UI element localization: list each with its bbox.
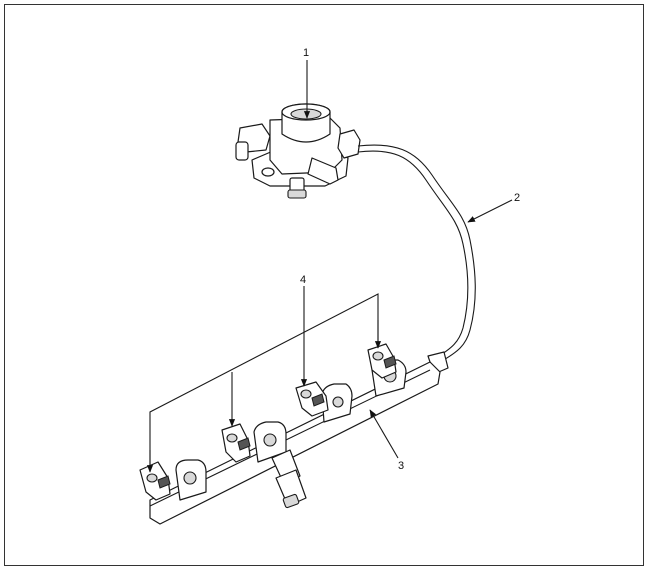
fuel-pipe (357, 144, 476, 375)
fuel-rail (149, 359, 441, 525)
leader-lines (146, 60, 513, 473)
injector-2 (221, 423, 251, 463)
callout-3: 3 (398, 460, 404, 472)
leader-2 (467, 199, 513, 223)
high-pressure-pump (235, 103, 361, 199)
injector-1 (139, 461, 171, 501)
figure-frame (4, 4, 644, 566)
callout-1: 1 (303, 47, 309, 59)
injector-4 (367, 343, 397, 379)
injector-3 (295, 381, 329, 417)
leader-3 (369, 409, 399, 459)
callout-4: 4 (300, 274, 306, 286)
injectors (139, 343, 397, 501)
callout-2: 2 (514, 192, 520, 204)
